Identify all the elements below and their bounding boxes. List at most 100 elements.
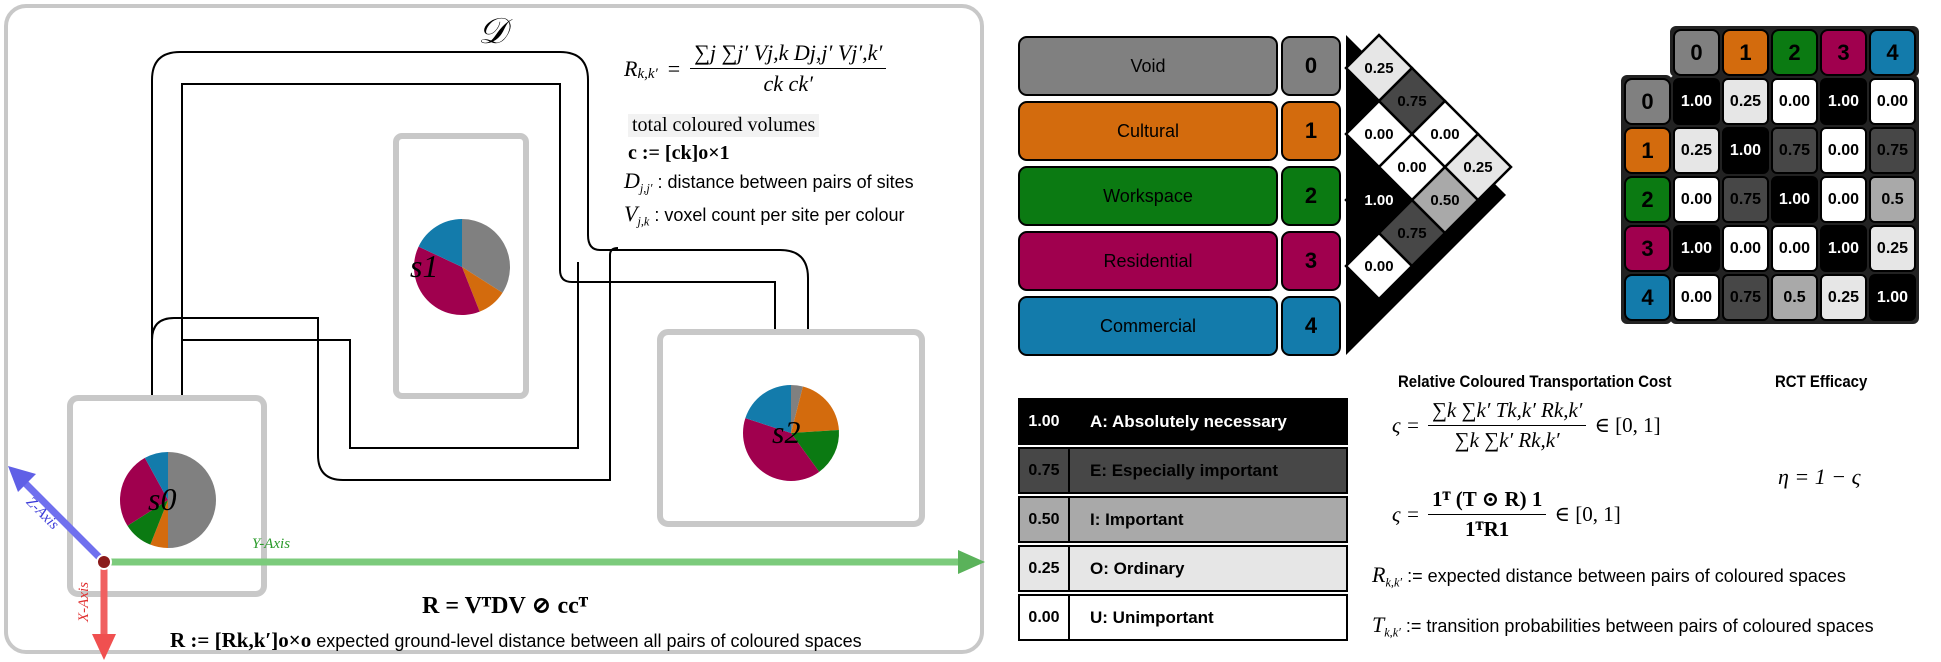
diamond-value: 0.00 (1364, 258, 1393, 275)
colour-index-cell: 2 (1281, 166, 1341, 226)
site-label-s0: s0 (148, 481, 177, 517)
diamond-value: 0.75 (1397, 225, 1426, 242)
pie-slice (745, 385, 791, 433)
scale-label: A: Absolutely necessary (1090, 411, 1287, 431)
rct-efficacy-formula: η = 1 − ς (1778, 464, 1861, 489)
matrix-cell: 0.00 (1722, 225, 1769, 272)
scale-label: E: Especially important (1090, 460, 1278, 480)
pie-slice (414, 246, 480, 315)
matrix-column-header: 0 (1673, 29, 1720, 76)
matrix-cell: 0.5 (1771, 274, 1818, 321)
matrix-row-header: 3 (1624, 225, 1671, 272)
matrix-cell: 0.00 (1673, 176, 1720, 223)
matrix-column-header: 4 (1869, 29, 1916, 76)
matrix-row-header: 0 (1624, 78, 1671, 125)
matrix-cell: 0.25 (1820, 274, 1867, 321)
d-definition: Dj,j′ : distance between pairs of sites (624, 168, 914, 196)
rct-efficacy-title: RCT Efficacy (1775, 372, 1868, 391)
diamond-value: 0.00 (1364, 126, 1393, 143)
pie-slice (418, 219, 462, 267)
pie-slice (150, 500, 168, 548)
domain-symbol: 𝒟 (478, 11, 507, 51)
diamond-value: 0.75 (1397, 93, 1426, 110)
pie-slice (462, 219, 510, 293)
matrix-cell: 0.25 (1722, 78, 1769, 125)
diamond-value: 0.25 (1463, 159, 1492, 176)
scale-row: 1.00 A: Absolutely necessary (1018, 398, 1348, 445)
matrix-cell: 0.5 (1869, 176, 1916, 223)
matrix-cell: 0.25 (1869, 225, 1916, 272)
pie-slice (127, 500, 168, 545)
colour-name-cell: Workspace (1018, 166, 1278, 226)
scale-row: 0.00 U: Unimportant (1018, 594, 1348, 641)
diamond-cell (1443, 132, 1513, 202)
colour-index-cell: 0 (1281, 36, 1341, 96)
pie-chart-s0 (120, 452, 216, 548)
corridor-inner (181, 83, 776, 398)
matrix-cell: 0.00 (1820, 127, 1867, 174)
matrix-cell: 0.00 (1820, 176, 1867, 223)
r-matrix-definition: R := [Rk,k′]o×o expected ground-level di… (170, 628, 862, 652)
matrix-cell: 1.00 (1673, 78, 1720, 125)
site-box-s0 (67, 395, 267, 597)
matrix-cell: 0.75 (1722, 176, 1769, 223)
matrix-column-header: 2 (1771, 29, 1818, 76)
colour-name-cell: Void (1018, 36, 1278, 96)
colour-index-cell: 4 (1281, 296, 1341, 356)
site-label-s1: s1 (410, 248, 439, 284)
pie-slice (120, 457, 168, 526)
site-network-diagram (8, 51, 985, 660)
site-box-s2 (657, 329, 925, 527)
pie-chart-s1 (414, 219, 510, 315)
scale-value: 0.00 (1020, 596, 1070, 639)
colour-index-cell: 1 (1281, 101, 1341, 161)
matrix-cell: 0.00 (1673, 274, 1720, 321)
origin-marker (96, 554, 112, 570)
site-box-s1 (393, 133, 529, 399)
pie-slice (168, 452, 216, 548)
matrix-column-header: 3 (1820, 29, 1867, 76)
matrix-cell: 0.75 (1722, 274, 1769, 321)
corridor-lower-outer (151, 247, 619, 481)
corridor-outer (151, 51, 809, 398)
matrix-cell: 0.00 (1869, 78, 1916, 125)
colour-index-cell: 3 (1281, 231, 1341, 291)
matrix-cell: 1.00 (1820, 225, 1867, 272)
pie-slice (791, 429, 839, 472)
v-definition: Vj,k : voxel count per site per colour (624, 201, 905, 229)
matrix-cell: 0.75 (1869, 127, 1916, 174)
corridor-lower-inner (181, 262, 579, 449)
scale-label: O: Ordinary (1090, 558, 1185, 578)
matrix-row-header: 1 (1624, 127, 1671, 174)
pie-slice (791, 385, 803, 433)
relation-diamond-chart: 0.250.000.751.000.000.000.000.750.500.25 (1344, 33, 1513, 355)
matrix-cell: 0.75 (1771, 127, 1818, 174)
matrix-cell: 1.00 (1673, 225, 1720, 272)
matrix-column-header: 1 (1722, 29, 1769, 76)
scale-label: I: Important (1090, 509, 1184, 529)
rct-formula-sum: ς = ∑k ∑k′ Tk,k′ Rk,k′∑k ∑k′ Rk,k′ ∈ [0,… (1392, 398, 1661, 452)
site-label-s2: s2 (772, 414, 801, 450)
r-kk-definition: Rk,k′ := expected distance between pairs… (1372, 562, 1846, 590)
scale-label: U: Unimportant (1090, 607, 1214, 627)
pie-chart-s2 (743, 385, 839, 481)
pie-slice (462, 267, 503, 312)
c-definition: c := [ck]o×1 (628, 142, 730, 164)
matrix-row-header: 2 (1624, 176, 1671, 223)
diamond-value: 1.00 (1364, 192, 1393, 209)
matrix-cell: 1.00 (1771, 176, 1818, 223)
matrix-row-header: 4 (1624, 274, 1671, 321)
scale-value: 1.00 (1020, 400, 1070, 443)
matrix-cell: 1.00 (1820, 78, 1867, 125)
diamond-value: 0.25 (1364, 60, 1393, 77)
total-volumes-note: total coloured volumes (628, 114, 820, 137)
matrix-cell: 0.25 (1673, 127, 1720, 174)
